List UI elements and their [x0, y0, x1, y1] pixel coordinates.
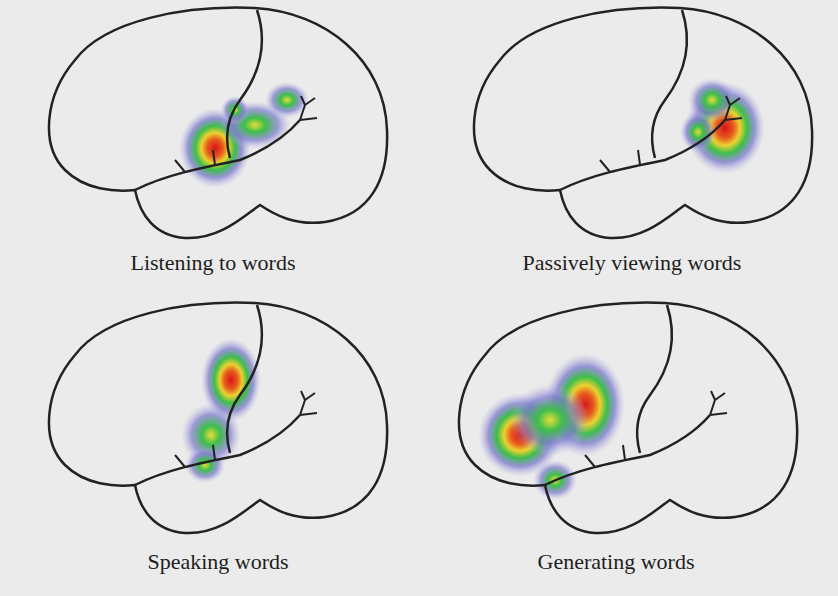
panel-caption: Speaking words — [147, 549, 288, 575]
panel-caption: Passively viewing words — [523, 250, 742, 276]
panel-caption: Listening to words — [131, 250, 296, 276]
panel-caption: Generating words — [537, 549, 694, 575]
